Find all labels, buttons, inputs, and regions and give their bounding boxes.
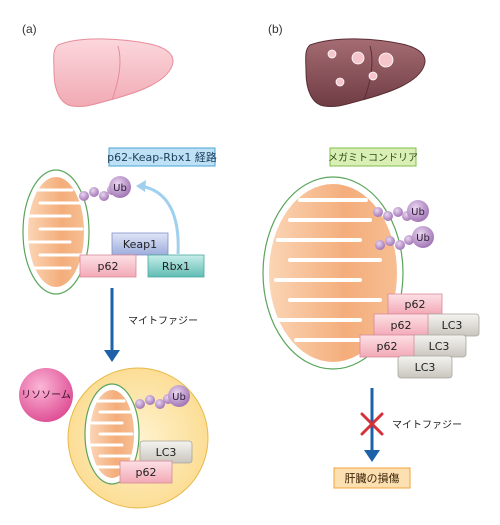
mitochondrion-a2 (84, 383, 140, 485)
lc3-label-b3: LC3 (415, 361, 436, 374)
p62-label-a: p62 (98, 260, 119, 273)
lc3-box-b3: LC3 (397, 355, 453, 379)
lysosome: リソソーム (19, 368, 73, 422)
ubiquitination-arrow (139, 184, 180, 255)
p62-box-a: p62 (79, 254, 137, 278)
ubiquitin-chain-a2: Ub (135, 385, 190, 409)
mitophagy-label-b: マイトファジー (392, 420, 462, 431)
keap1-box: Keap1 (111, 232, 169, 256)
p62-label-b3: p62 (377, 340, 398, 353)
ub-label-a: Ub (113, 183, 127, 194)
mitophagy-label-a: マイトファジー (128, 316, 198, 327)
lc3-label-a: LC3 (156, 446, 177, 459)
pathway-title: p62-Keap-Rbx1 経路 (107, 151, 217, 164)
ub-label-b2: Ub (416, 233, 430, 244)
liver-damage-box: 肝臓の損傷 (333, 467, 411, 489)
p62-box-b2: p62 (373, 313, 429, 337)
panel-a-label: (a) (22, 22, 37, 36)
block-x-icon (360, 412, 384, 436)
pathway-title-box: p62-Keap-Rbx1 経路 (107, 147, 217, 167)
ubiquitin-chain-b2: Ub (375, 226, 434, 250)
p62-label-a2: p62 (136, 466, 157, 479)
ubiquitin-chain-b1: Ub (373, 200, 429, 222)
lc3-box-b1: LC3 (424, 313, 480, 337)
lc3-box-b2: LC3 (411, 334, 467, 358)
lc3-label-b2: LC3 (429, 340, 450, 353)
lc3-label-b1: LC3 (442, 319, 463, 332)
mega-mito-title-box: メガミトコンドリア (328, 147, 418, 167)
ubiquitin-chain-a: Ub (79, 176, 131, 201)
lysosome-label: リソソーム (21, 389, 71, 401)
p62-label-b1: p62 (405, 298, 426, 311)
panel-b-label: (b) (268, 22, 283, 36)
lc3-box-a: LC3 (139, 440, 193, 464)
liver-damage-label: 肝臓の損傷 (345, 471, 400, 485)
mega-mitochondrion (262, 176, 404, 370)
mega-mito-title: メガミトコンドリア (328, 152, 418, 164)
damaged-liver-icon (305, 38, 426, 107)
p62-box-b1: p62 (387, 293, 443, 315)
p62-box-b3: p62 (359, 334, 415, 358)
keap1-label: Keap1 (123, 238, 157, 251)
ub-label-a2: Ub (172, 392, 186, 403)
rbx1-box: Rbx1 (147, 254, 205, 278)
ub-label-b1: Ub (411, 207, 425, 218)
p62-label-b2: p62 (391, 319, 412, 332)
rbx1-label: Rbx1 (162, 260, 190, 273)
mitochondrion-a (22, 169, 90, 295)
healthy-liver-icon (53, 38, 174, 107)
p62-box-a2: p62 (119, 460, 173, 484)
